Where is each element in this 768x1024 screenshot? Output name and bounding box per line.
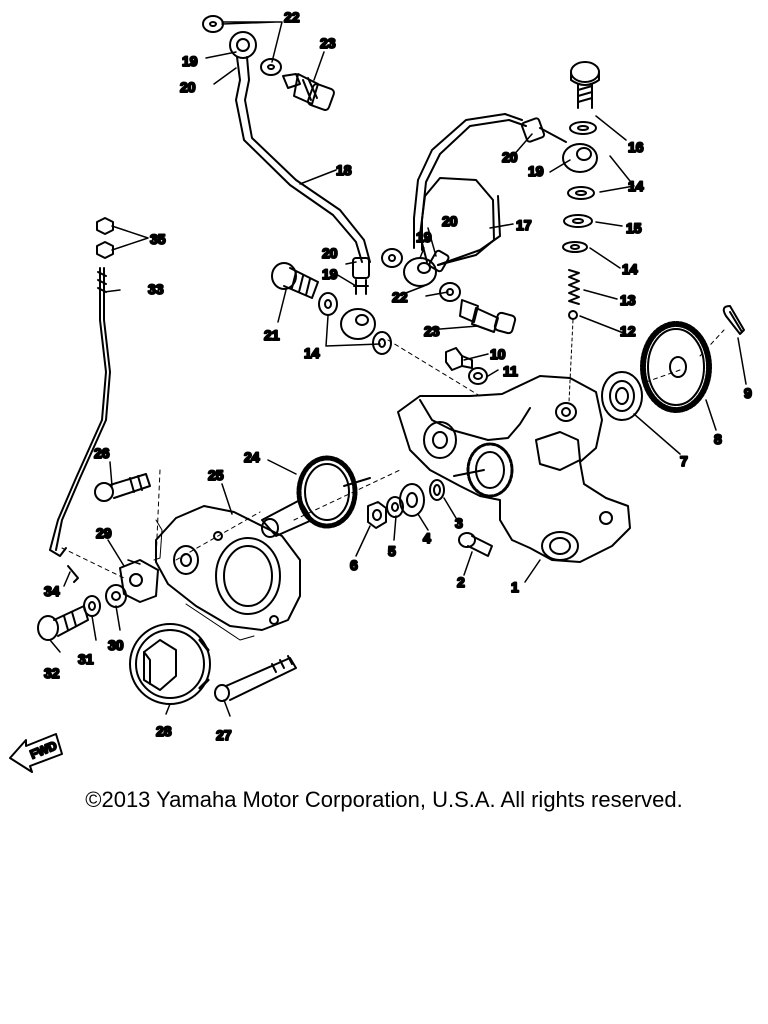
cover-25 [155,505,301,631]
callout-12: 12 [620,323,636,339]
callout-27: 27 [216,727,232,743]
callout-35: 35 [150,231,166,247]
callout-20: 20 [502,149,518,165]
callout-32: 32 [44,665,60,681]
oring-11 [468,367,488,385]
callout-8: 8 [714,431,722,447]
banjo-19-right [520,117,598,173]
bolt-27 [214,655,297,702]
callout-34: 34 [44,583,60,599]
exploded-parts-diagram: FWD 1 2 3 4 5 6 7 8 9 10 11 12 13 14 15 … [9,8,753,773]
washer-22-top [202,15,282,76]
callout-2: 2 [457,574,465,590]
cap-28 [129,623,211,705]
banjo-19-mid [403,249,450,287]
callout-31: 31 [78,651,94,667]
callout-22: 22 [392,289,408,305]
callout-20: 20 [322,245,338,261]
bolt-16 [570,61,600,109]
callout-23: 23 [424,323,440,339]
oring-3 [429,479,445,501]
bolt-32 [37,605,89,641]
callout-15: 15 [626,220,642,236]
bolt-26 [94,473,151,502]
bolt-2 [458,532,493,557]
washers-14-left [318,292,392,355]
callout-23: 23 [320,35,336,51]
fwd-arrow-icon: FWD [9,733,63,773]
callout-1: 1 [511,579,519,595]
ball-12 [568,310,578,403]
clip-34 [67,565,79,583]
callout-7: 7 [680,453,688,469]
pin-9 [722,305,745,335]
union-bolt-21 [271,262,319,299]
callout-5: 5 [388,543,396,559]
oil-seal-7 [601,371,643,421]
callout-11: 11 [503,363,518,379]
oil-pipe-18 [229,31,371,263]
callout-26: 26 [94,445,110,461]
alignment-lines [61,329,725,579]
callout-33: 33 [148,281,164,297]
callout-16: 16 [628,139,644,155]
nuts-35 [96,217,114,259]
washer-5 [386,496,404,518]
copyright-notice: ©2013 Yamaha Motor Corporation, U.S.A. A… [85,787,683,812]
callout-25: 25 [208,467,224,483]
callout-14: 14 [622,261,638,277]
callout-14: 14 [304,345,320,361]
callout-28: 28 [156,723,172,739]
callout-17: 17 [516,217,532,233]
fwd-label: FWD [28,738,59,761]
callout-18: 18 [336,162,352,178]
spring-13 [568,269,580,305]
callout-24: 24 [244,449,260,465]
callout-13: 13 [620,292,636,308]
callout-3: 3 [455,515,463,531]
washer-30 [105,584,127,608]
oil-pipe-17 [413,113,527,266]
callout-19: 19 [416,229,432,245]
washer-22-mid [381,248,461,302]
callout-6: 6 [350,557,358,573]
union-bolt-23-mid [459,299,517,335]
callout-19: 19 [322,266,338,282]
gasket-cover [185,603,255,641]
pump-body-1 [397,375,631,563]
callout-20: 20 [442,213,458,229]
gear-shaft-24 [261,455,371,538]
callout-14: 14 [628,178,644,194]
lever-29 [119,519,163,603]
callout-19: 19 [528,163,544,179]
callout-21: 21 [264,327,280,343]
rod-33 [49,267,111,557]
callout-29: 29 [96,525,112,541]
callout-9: 9 [744,385,752,401]
callout-10: 10 [490,346,506,362]
callout-numbers: 1 2 3 4 5 6 7 8 9 10 11 12 13 14 15 14 1… [43,8,753,744]
washer-4 [399,483,425,517]
callout-30: 30 [108,637,124,653]
callout-20: 20 [180,79,196,95]
callout-4: 4 [423,530,431,546]
callout-19: 19 [182,53,198,69]
banjo-19-left [340,257,376,340]
plug-10 [445,347,473,371]
gear-8 [640,321,712,413]
leader-lines [49,21,747,717]
washers-14-15-stack [562,121,597,253]
union-bolt-23-top [282,73,335,111]
nut-6 [367,501,387,529]
callout-22: 22 [284,9,300,25]
